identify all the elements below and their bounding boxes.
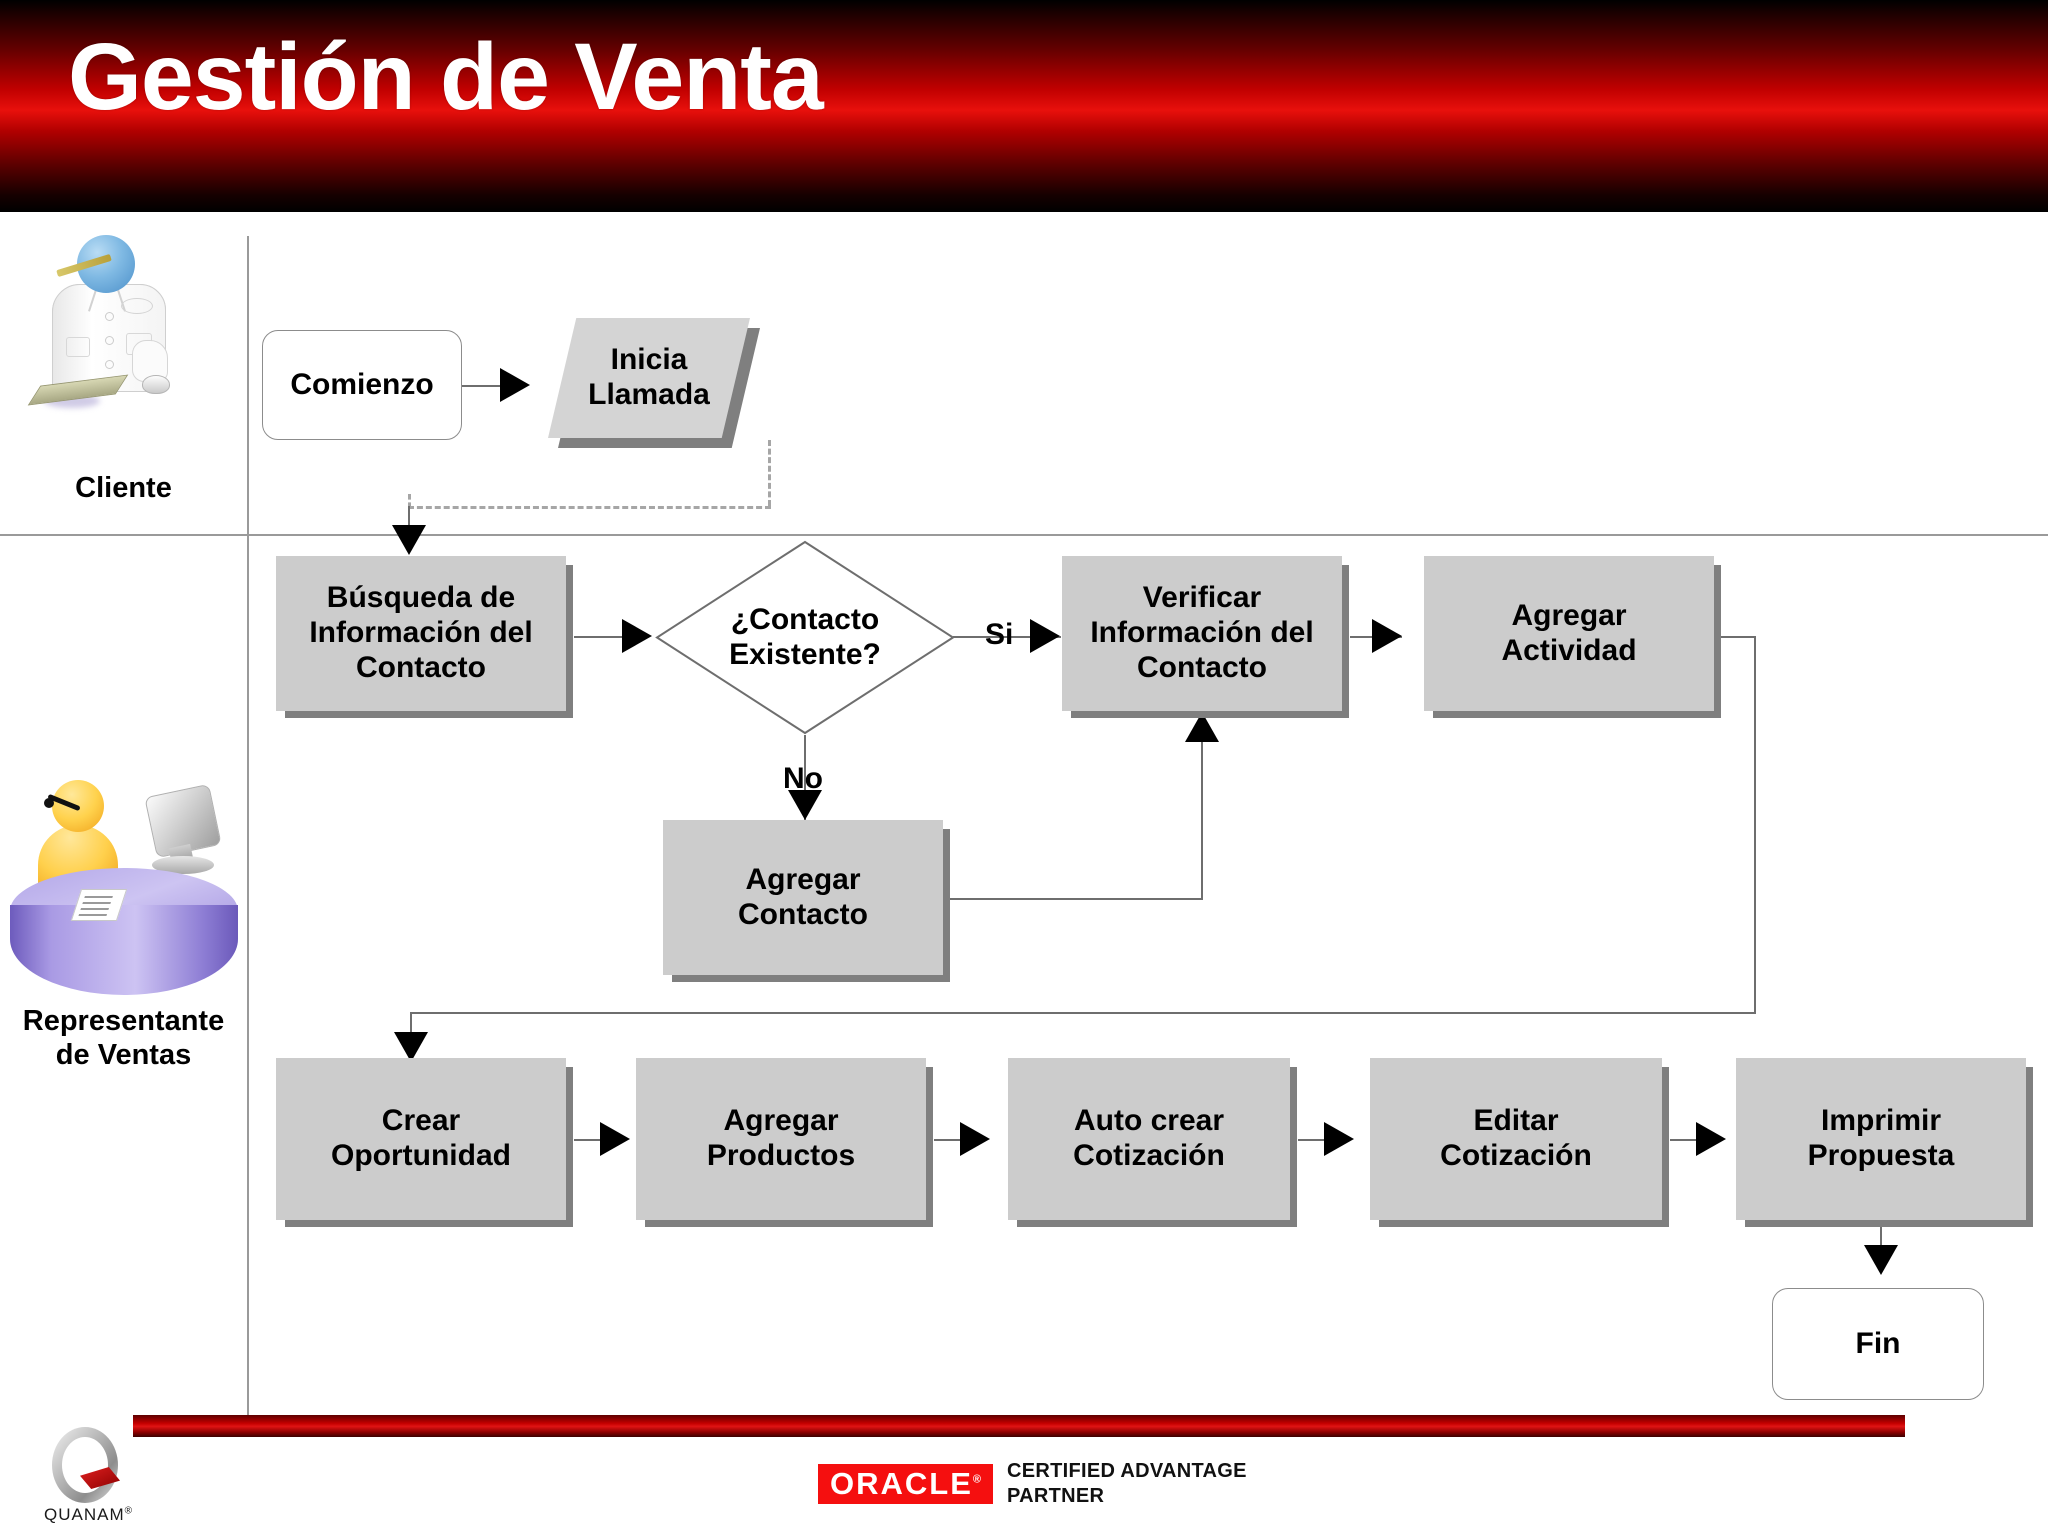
- customer-pocket-icon: [66, 337, 90, 357]
- node-crear-oportunidad-label-line1: Crear: [381, 1104, 461, 1138]
- connector-cotizacion-to-editar: [1298, 1139, 1342, 1141]
- node-agregar-actividad[interactable]: Agregar Actividad: [1424, 556, 1721, 718]
- sales-rep-headset-earpiece-icon: [44, 798, 54, 808]
- oracle-wordmark: ORACLE: [830, 1466, 973, 1501]
- lane-label-representante-line2: de Ventas: [55, 1039, 192, 1071]
- oracle-partner-badge: ORACLE® CERTIFIED ADVANTAGE PARTNER: [818, 1458, 1247, 1510]
- dashed-connector-v-left: [408, 494, 411, 508]
- node-fin[interactable]: Fin: [1772, 1288, 1984, 1400]
- node-busqueda-informacion[interactable]: Búsqueda de Información del Contacto: [276, 556, 573, 718]
- dashed-connector-v-right: [768, 440, 771, 506]
- customer-pocket-icon: [121, 298, 153, 314]
- node-busqueda-label-line3: Contacto: [355, 650, 486, 684]
- customer-button-icon: [105, 360, 114, 369]
- arrow-into-busqueda-icon: [392, 525, 426, 555]
- arrow-oportunidad-to-productos-icon: [600, 1122, 630, 1156]
- arrow-imprimir-to-fin-icon: [1864, 1245, 1898, 1275]
- connector-contacto-to-verificar-h: [943, 898, 1203, 900]
- connector-actividad-left: [410, 1012, 1756, 1014]
- arrow-into-crear-oportunidad-icon: [394, 1032, 428, 1062]
- arrow-decision-si-icon: [1030, 619, 1060, 653]
- node-agregar-productos-label-line2: Productos: [706, 1139, 856, 1172]
- partner-line-2: PARTNER: [1007, 1485, 1105, 1507]
- customer-button-icon: [105, 336, 114, 345]
- node-imprimir-propuesta[interactable]: Imprimir Propuesta: [1736, 1058, 2033, 1227]
- arrow-verificar-to-actividad-icon: [1372, 619, 1402, 653]
- node-auto-crear-cotizacion-label-line1: Auto crear: [1073, 1104, 1225, 1138]
- quanam-logo: QUANAM®: [30, 1425, 140, 1530]
- node-busqueda-label-line2: Información del: [309, 616, 533, 650]
- node-inicia-llamada-label-line1: Inicia: [610, 343, 688, 377]
- node-editar-cotizacion-label-line2: Cotización: [1440, 1139, 1592, 1172]
- node-busqueda-label-line1: Búsqueda de: [326, 581, 516, 615]
- customer-button-icon: [105, 312, 114, 321]
- sales-rep-monitor-base-icon: [152, 856, 214, 874]
- node-crear-oportunidad-label-line2: Oportunidad: [331, 1139, 511, 1172]
- node-editar-cotizacion[interactable]: Editar Cotización: [1370, 1058, 1669, 1227]
- node-imprimir-propuesta-label-line1: Imprimir: [1820, 1104, 1942, 1138]
- node-verificar-label-line3: Contacto: [1136, 650, 1267, 684]
- node-crear-oportunidad[interactable]: Crear Oportunidad: [276, 1058, 573, 1227]
- edge-label-no: No: [783, 762, 823, 795]
- connector-contacto-to-verificar-v: [1201, 742, 1203, 900]
- node-fin-label: Fin: [1855, 1326, 1901, 1360]
- node-agregar-productos-label-line1: Agregar: [723, 1104, 839, 1138]
- footer-accent-bar: [133, 1415, 1905, 1437]
- customer-mouse-icon: [142, 375, 170, 394]
- node-contacto-existente-label-line2: Existente?: [729, 637, 881, 671]
- node-agregar-actividad-label-line1: Agregar: [1511, 598, 1627, 632]
- arrow-editar-to-imprimir-icon: [1696, 1122, 1726, 1156]
- connector-productos-to-cotizacion: [934, 1139, 978, 1141]
- node-verificar-label-line2: Información del: [1090, 616, 1314, 650]
- node-auto-crear-cotizacion[interactable]: Auto crear Cotización: [1008, 1058, 1297, 1227]
- arrow-decision-no-icon: [788, 790, 822, 820]
- node-agregar-actividad-label-line2: Actividad: [1501, 633, 1637, 667]
- connector-editar-to-imprimir: [1670, 1139, 1714, 1141]
- page-title: Gestión de Venta: [68, 24, 824, 130]
- connector-busqueda-to-decision: [574, 636, 640, 638]
- node-verificar-label-line1: Verificar: [1142, 581, 1262, 615]
- node-editar-cotizacion-label-line1: Editar: [1473, 1104, 1559, 1138]
- lane-label-cliente: Cliente: [75, 472, 172, 504]
- node-inicia-llamada[interactable]: Inicia Llamada: [548, 318, 760, 448]
- arrow-productos-to-cotizacion-icon: [960, 1122, 990, 1156]
- swimlane-vertical-divider: [247, 236, 249, 1416]
- edge-label-si: Si: [985, 618, 1014, 651]
- partner-line-1: CERTIFIED ADVANTAGE: [1007, 1460, 1247, 1482]
- connector-actividad-down: [1754, 636, 1756, 1014]
- node-contacto-existente-label-line1: ¿Contacto: [730, 602, 880, 636]
- node-inicia-llamada-shape: [548, 318, 750, 438]
- node-agregar-contacto-label-line2: Contacto: [738, 897, 868, 931]
- connector-decision-si: [953, 636, 1061, 638]
- node-inicia-llamada-label-line2: Llamada: [588, 378, 710, 411]
- oracle-logo: ORACLE®: [818, 1464, 993, 1504]
- node-imprimir-propuesta-label-line2: Propuesta: [1807, 1139, 1955, 1172]
- dashed-connector-h: [408, 506, 771, 509]
- connector-decision-no: [804, 735, 806, 820]
- connector-comienzo-to-inicia: [462, 385, 518, 387]
- lane-label-representante-line1: Representante: [22, 1005, 225, 1037]
- node-agregar-contacto-label-line1: Agregar: [745, 862, 861, 896]
- arrow-cotizacion-to-editar-icon: [1324, 1122, 1354, 1156]
- quanam-wordmark: QUANAM®: [44, 1505, 133, 1524]
- title-banner: Gestión de Venta: [0, 0, 2048, 212]
- decision-diamond-shape: [655, 540, 955, 735]
- oracle-partner-text: CERTIFIED ADVANTAGE PARTNER: [1007, 1459, 1247, 1509]
- swimlane-horizontal-divider: [0, 534, 2048, 536]
- sales-rep-desk-icon: [10, 905, 238, 995]
- node-auto-crear-cotizacion-label-line2: Cotización: [1073, 1139, 1225, 1172]
- node-comienzo-label: Comienzo: [290, 367, 434, 401]
- arrow-comienzo-to-inicia-icon: [500, 368, 530, 402]
- node-verificar-informacion[interactable]: Verificar Información del Contacto: [1062, 556, 1349, 718]
- connector-actividad-right: [1712, 636, 1756, 638]
- node-comienzo[interactable]: Comienzo: [262, 330, 462, 440]
- node-agregar-contacto[interactable]: Agregar Contacto: [663, 820, 950, 982]
- node-contacto-existente[interactable]: ¿Contacto Existente?: [655, 540, 955, 735]
- arrow-busqueda-to-decision-icon: [622, 619, 652, 653]
- connector-oportunidad-to-productos: [574, 1139, 618, 1141]
- node-agregar-productos[interactable]: Agregar Productos: [636, 1058, 933, 1227]
